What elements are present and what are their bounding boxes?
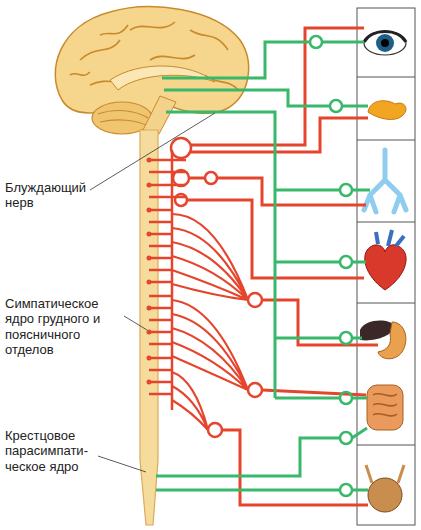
ganglion [330,100,342,112]
cerebellum-folia [98,111,148,126]
sympathetic-fiber [191,118,368,152]
ganglion [175,194,187,206]
ganglion [340,484,352,496]
ganglion [208,423,222,437]
sacral-parasympathetic-fiber [156,438,340,490]
parasympathetic-fiber [352,428,368,490]
parasympathetic-fiber [322,41,364,44]
ganglion [340,392,352,404]
bronchi [364,150,406,212]
leader-line [124,316,147,330]
eyelid [364,32,406,43]
intestine-coils [373,394,397,416]
bladder [368,478,402,512]
sympathetic-fan [172,372,208,430]
gland [368,101,406,120]
sympathetic-fiber [189,177,205,180]
sympathetic-chain [171,150,174,410]
heart [365,245,406,290]
annotation-label: Крестцовое парасимпати- ческое ядро [5,428,105,474]
leader-line [90,113,215,190]
ganglion [340,184,352,196]
annotation-label: Блуждающий нерв [5,180,97,211]
ganglion [205,172,217,184]
eye-iris [376,34,394,52]
ganglion [340,432,352,444]
parasympathetic-fiber [342,105,368,108]
stomach [378,322,406,359]
ganglion [310,36,322,48]
eye [364,31,406,55]
organ-column [357,8,415,525]
ganglion [173,170,189,186]
liver [360,320,395,340]
brainstem [142,96,176,134]
intestine [367,385,403,430]
ganglion [340,256,352,268]
sympathetic-nucleus-dots [147,158,152,385]
brain-gyri [70,22,238,90]
cerebrum [55,7,248,118]
leader-line [98,456,146,472]
annotation-label: Симпатическое ядро грудного и поясничног… [5,296,125,357]
ganglion [248,293,262,307]
parasympathetic-fiber [162,42,310,78]
ganglion [248,383,262,397]
sympathetic-fan [172,214,248,300]
ganglion [340,332,352,344]
sympathetic-fan [172,300,248,390]
parasympathetic-fiber [352,190,370,398]
ganglion [171,138,191,158]
heart-vessels [376,230,404,246]
sympathetic-fiber [191,28,364,145]
sympathetic-fiber [222,430,368,505]
parasympathetic-fiber [164,90,330,106]
vagus-nerve [166,112,340,398]
eye-pupil [381,39,389,47]
